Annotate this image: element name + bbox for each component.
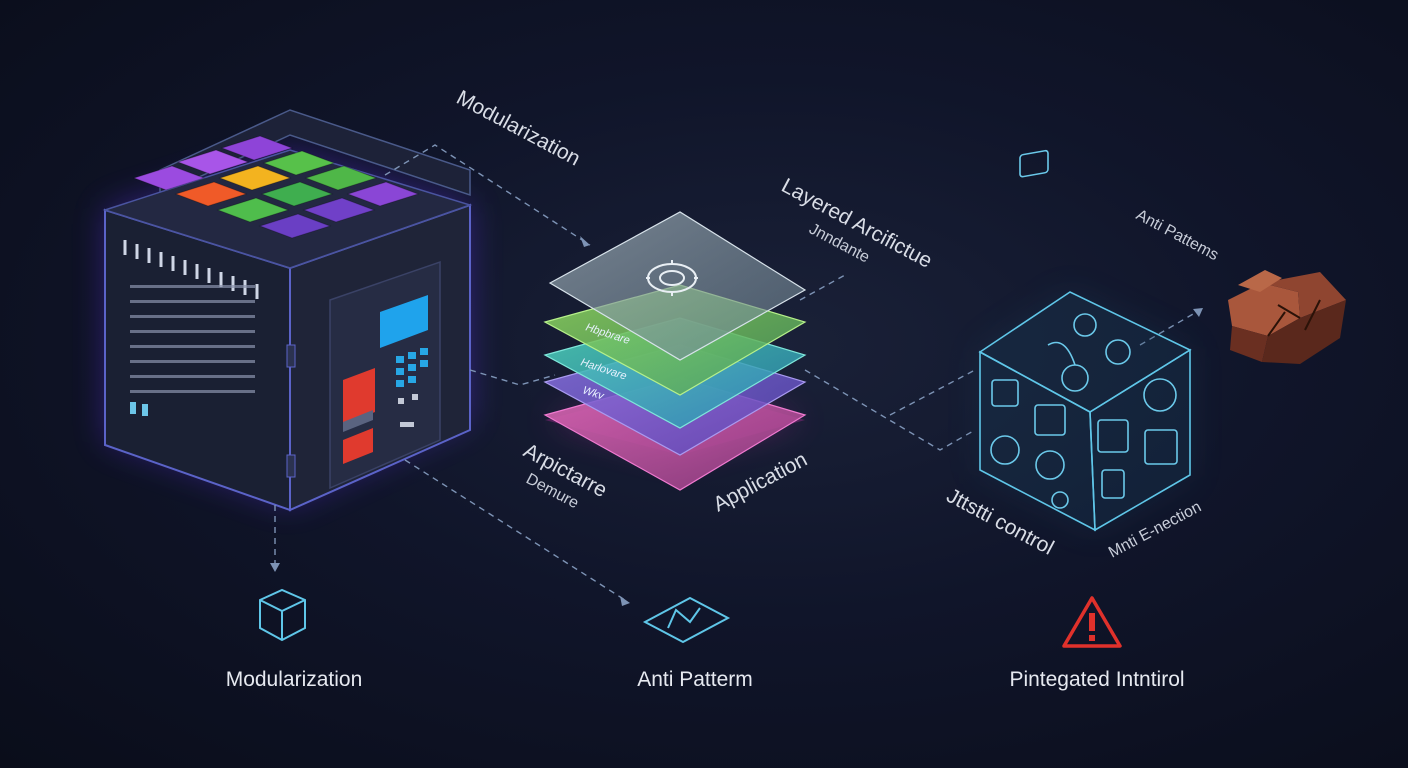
warning-icon bbox=[1062, 596, 1122, 648]
modular-server-icon bbox=[102, 109, 473, 512]
label-modularization-top: Modularization bbox=[453, 86, 584, 170]
label-anti-patterns: Anti Pattems bbox=[1133, 207, 1221, 265]
control-cube-icon bbox=[978, 149, 1192, 532]
layer-stack-icon: Hbpbrare Harlovare Wkv bbox=[543, 211, 807, 491]
gear-icon bbox=[646, 260, 698, 296]
caption-modularization: Modularization bbox=[226, 668, 363, 691]
broken-brick-icon bbox=[1228, 270, 1346, 364]
caption-integrated-control: Pintegated Intntirol bbox=[1009, 668, 1184, 691]
module-tiles bbox=[132, 135, 420, 239]
circuit-panel-icon bbox=[642, 596, 731, 644]
cube-outline-icon bbox=[259, 588, 306, 642]
caption-anti-pattern: Anti Patterm bbox=[637, 668, 753, 691]
